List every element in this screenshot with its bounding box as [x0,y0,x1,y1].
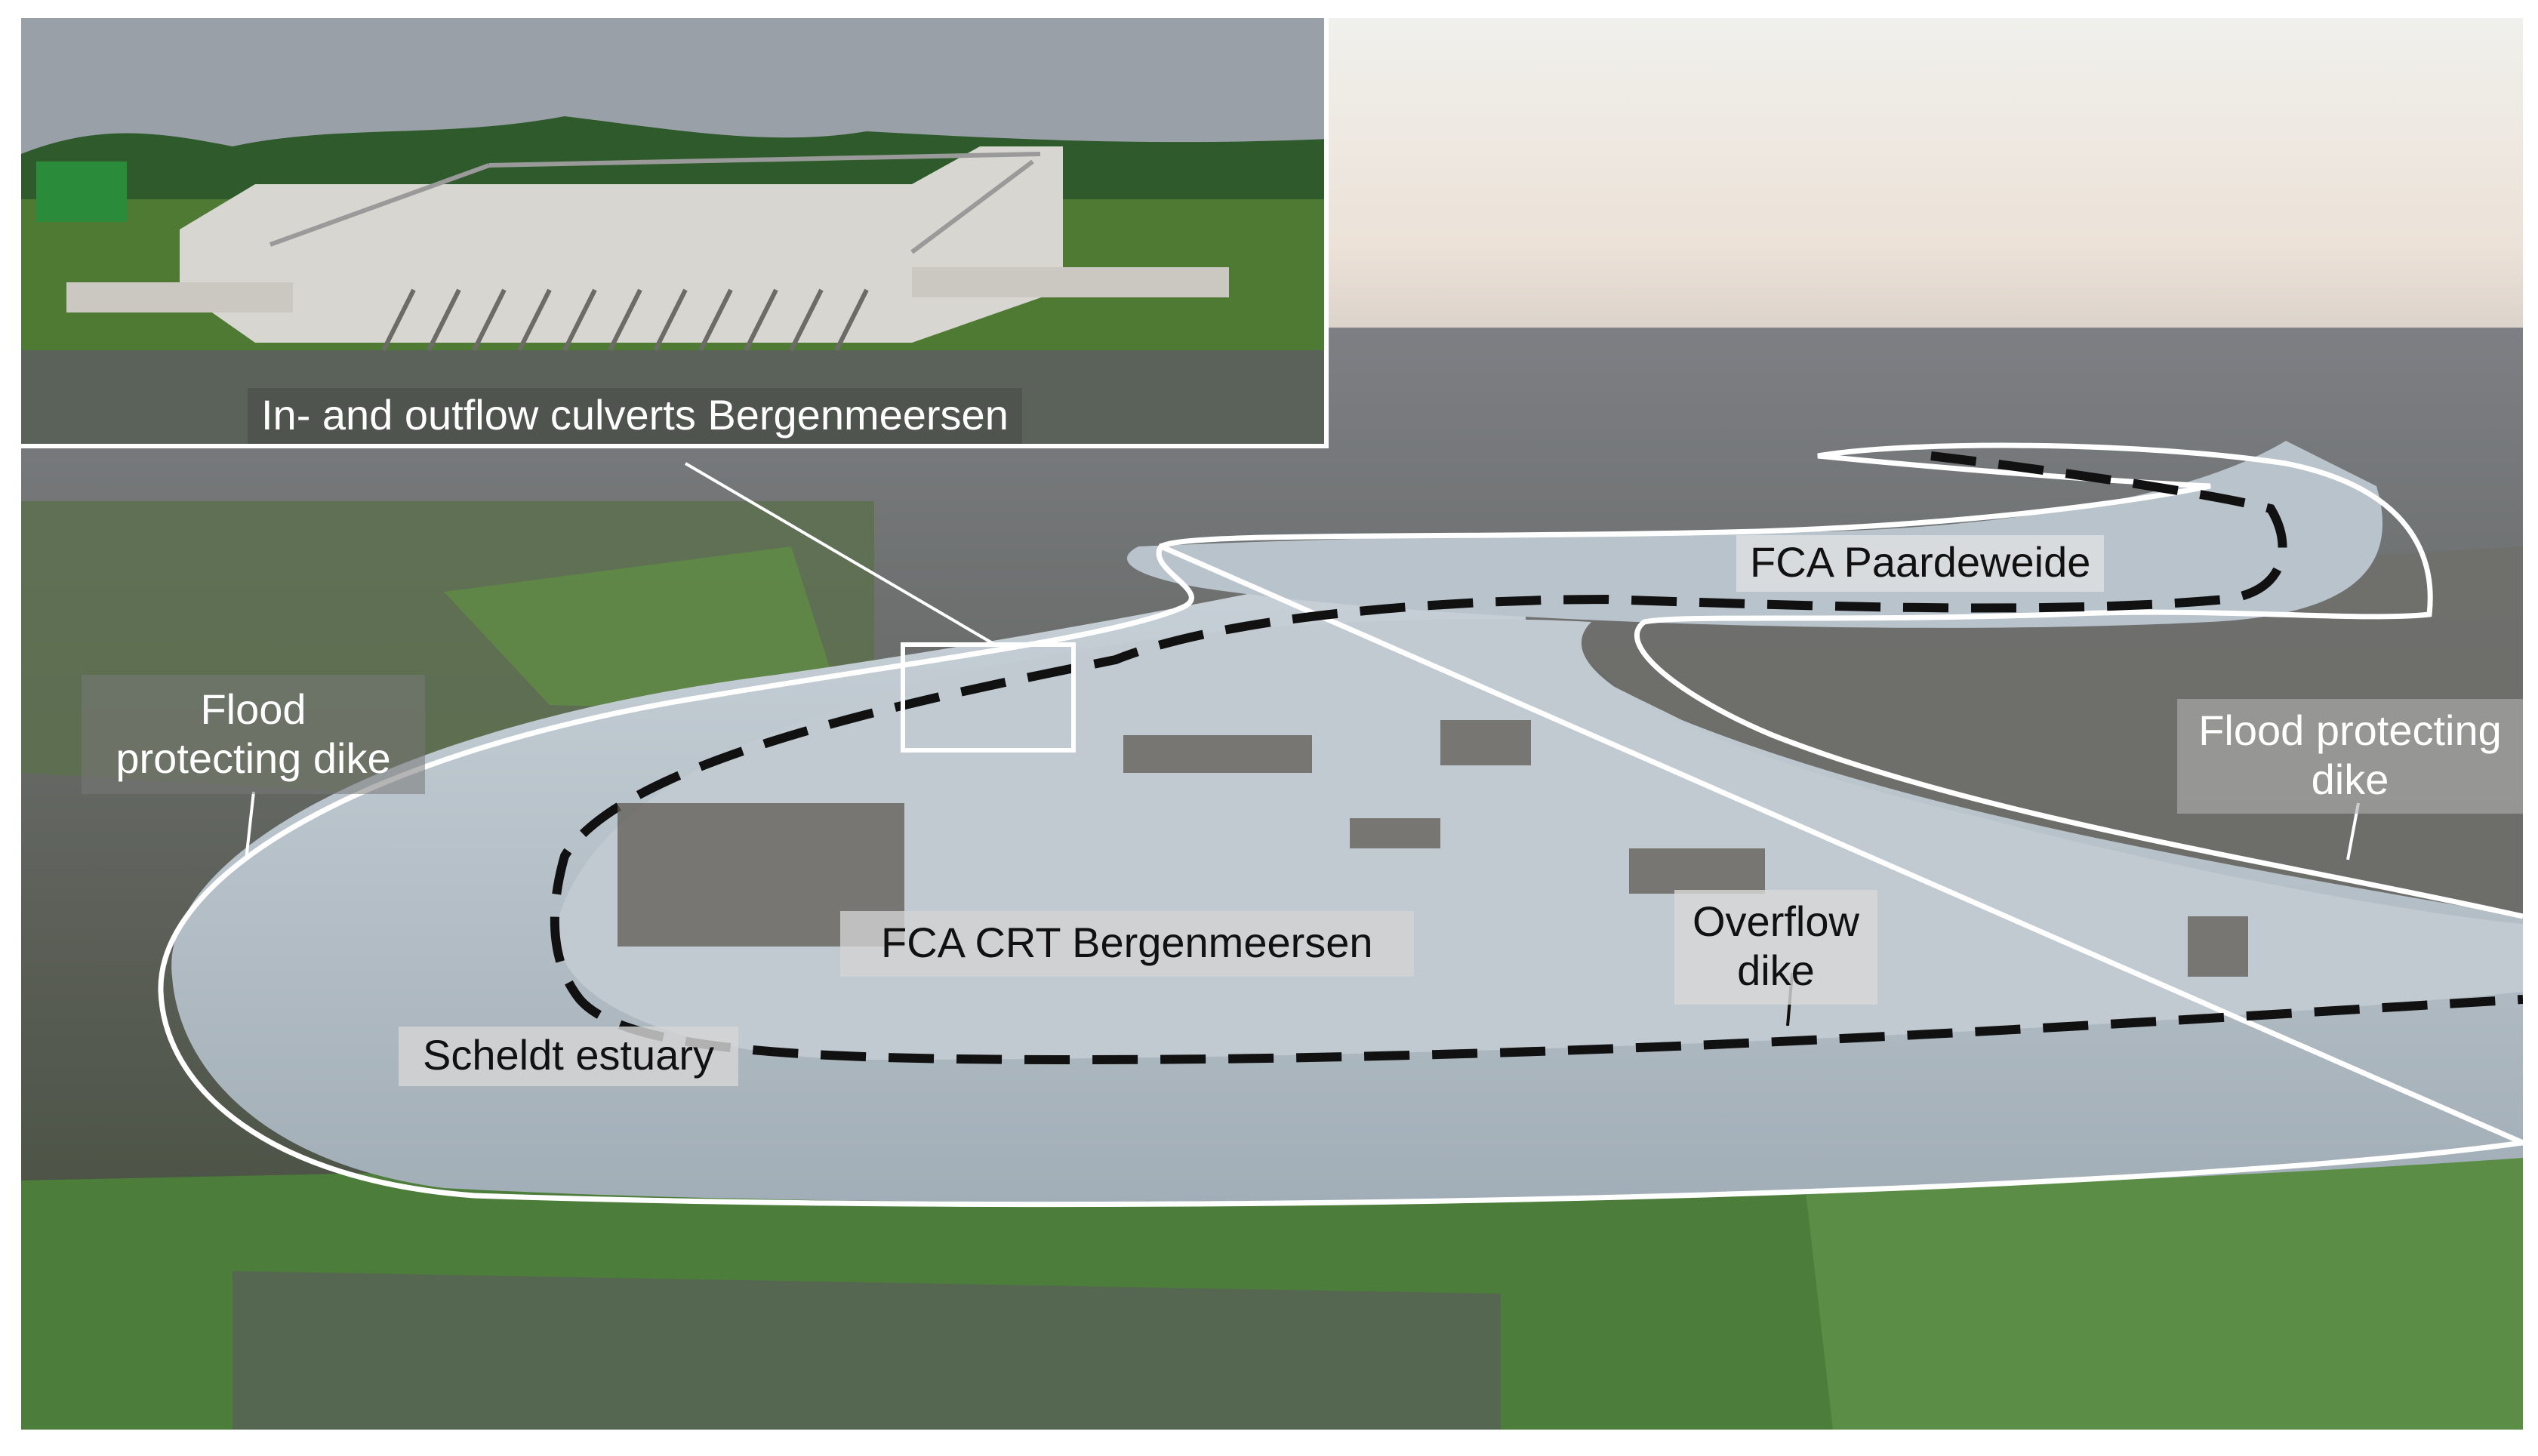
culverts-inset-photo: In- and outflow culverts Bergenmeersen [21,18,1329,448]
left-stair-railing [269,163,491,247]
inset-leader-line [684,462,996,646]
inset-water [21,350,1324,444]
tree-cluster [2188,916,2248,977]
tree-cluster [1123,735,1312,773]
inset-caption: In- and outflow culverts Bergenmeersen [248,388,1022,444]
flood-protecting-dike-left-label: Flood protecting dike [82,675,425,794]
tree-clusters [618,720,2248,977]
green-meadow-left [444,546,844,713]
foreground-houses [233,1271,1501,1430]
top-railing [488,152,1041,168]
overflow-dike-dashed-line [550,451,2523,1065]
fca-paardeweide-label: FCA Paardeweide [1736,535,2105,592]
right-stair-railing [910,159,1034,254]
flood-dike-left-text: Flood protecting dike [116,685,391,782]
tree-cluster [1350,818,1440,848]
green-container [36,162,127,222]
flood-protecting-dike-outline [158,442,2523,1208]
tree-cluster [1629,848,1765,894]
left-dike-leader-line [245,791,255,860]
culverts-photo [21,18,1324,444]
overflow-dike-text: Overflow dike [1693,897,1859,994]
figure-frame: In- and outflow culverts Bergenmeersen F… [21,18,2523,1430]
right-village [1531,546,2523,939]
flood-dike-right-text: Flood protecting dike [2198,706,2502,803]
culverts-highlight-box [901,642,1076,753]
scheldt-estuary-label: Scheldt estuary [399,1027,738,1086]
right-wing-wall [912,267,1229,297]
aerial-photo [21,18,2523,1430]
tree-cluster [1440,720,1531,765]
right-meadow [1803,1150,2523,1430]
fca-crt-bergenmeersen-label: FCA CRT Bergenmeersen [840,911,1414,977]
overflow-dike-label: Overflow dike [1674,890,1877,1005]
culvert-gates [381,288,869,352]
flood-protecting-dike-right-label: Flood protecting dike [2177,699,2523,814]
left-wing-wall [66,282,293,312]
